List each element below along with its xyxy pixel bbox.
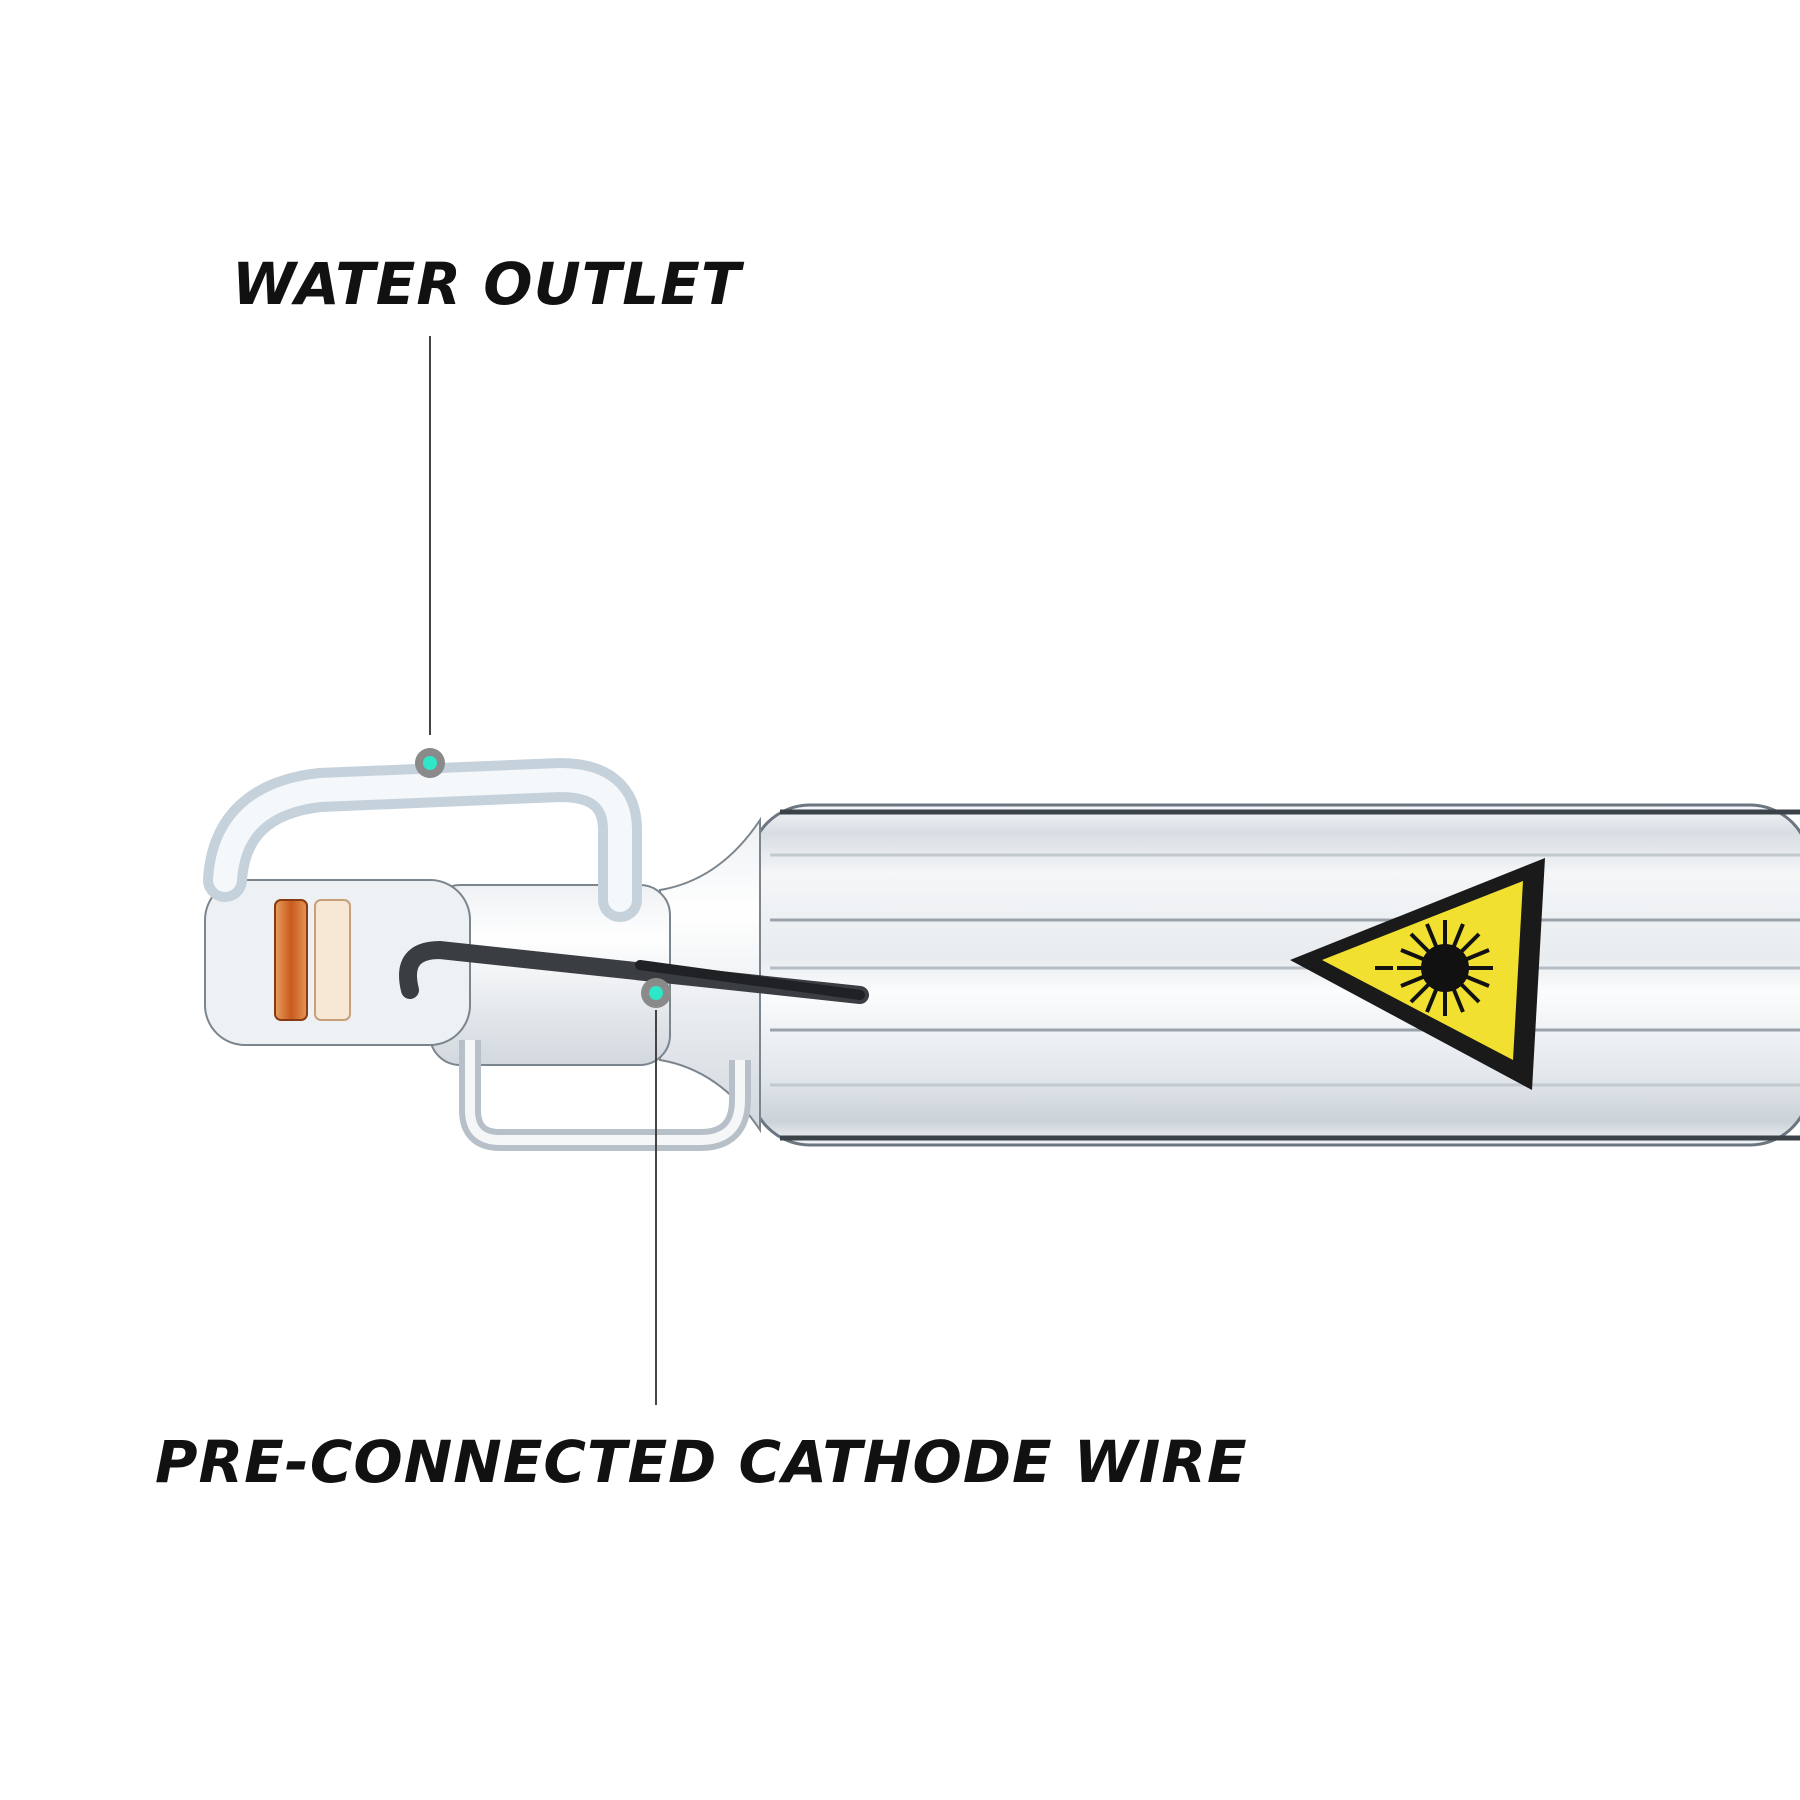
laser-radiation-warning-icon — [1290, 858, 1545, 1090]
cathode-wire — [399, 940, 869, 1004]
cathode-marker — [641, 978, 671, 1008]
cathode-wire-label: PRE-CONNECTED CATHODE WIRE — [155, 1428, 1248, 1496]
seal-ring — [274, 899, 308, 1021]
glass-tube-body — [748, 803, 1800, 1147]
water-outlet-marker — [415, 748, 445, 778]
water-outlet-label: WATER OUTLET — [232, 250, 742, 318]
